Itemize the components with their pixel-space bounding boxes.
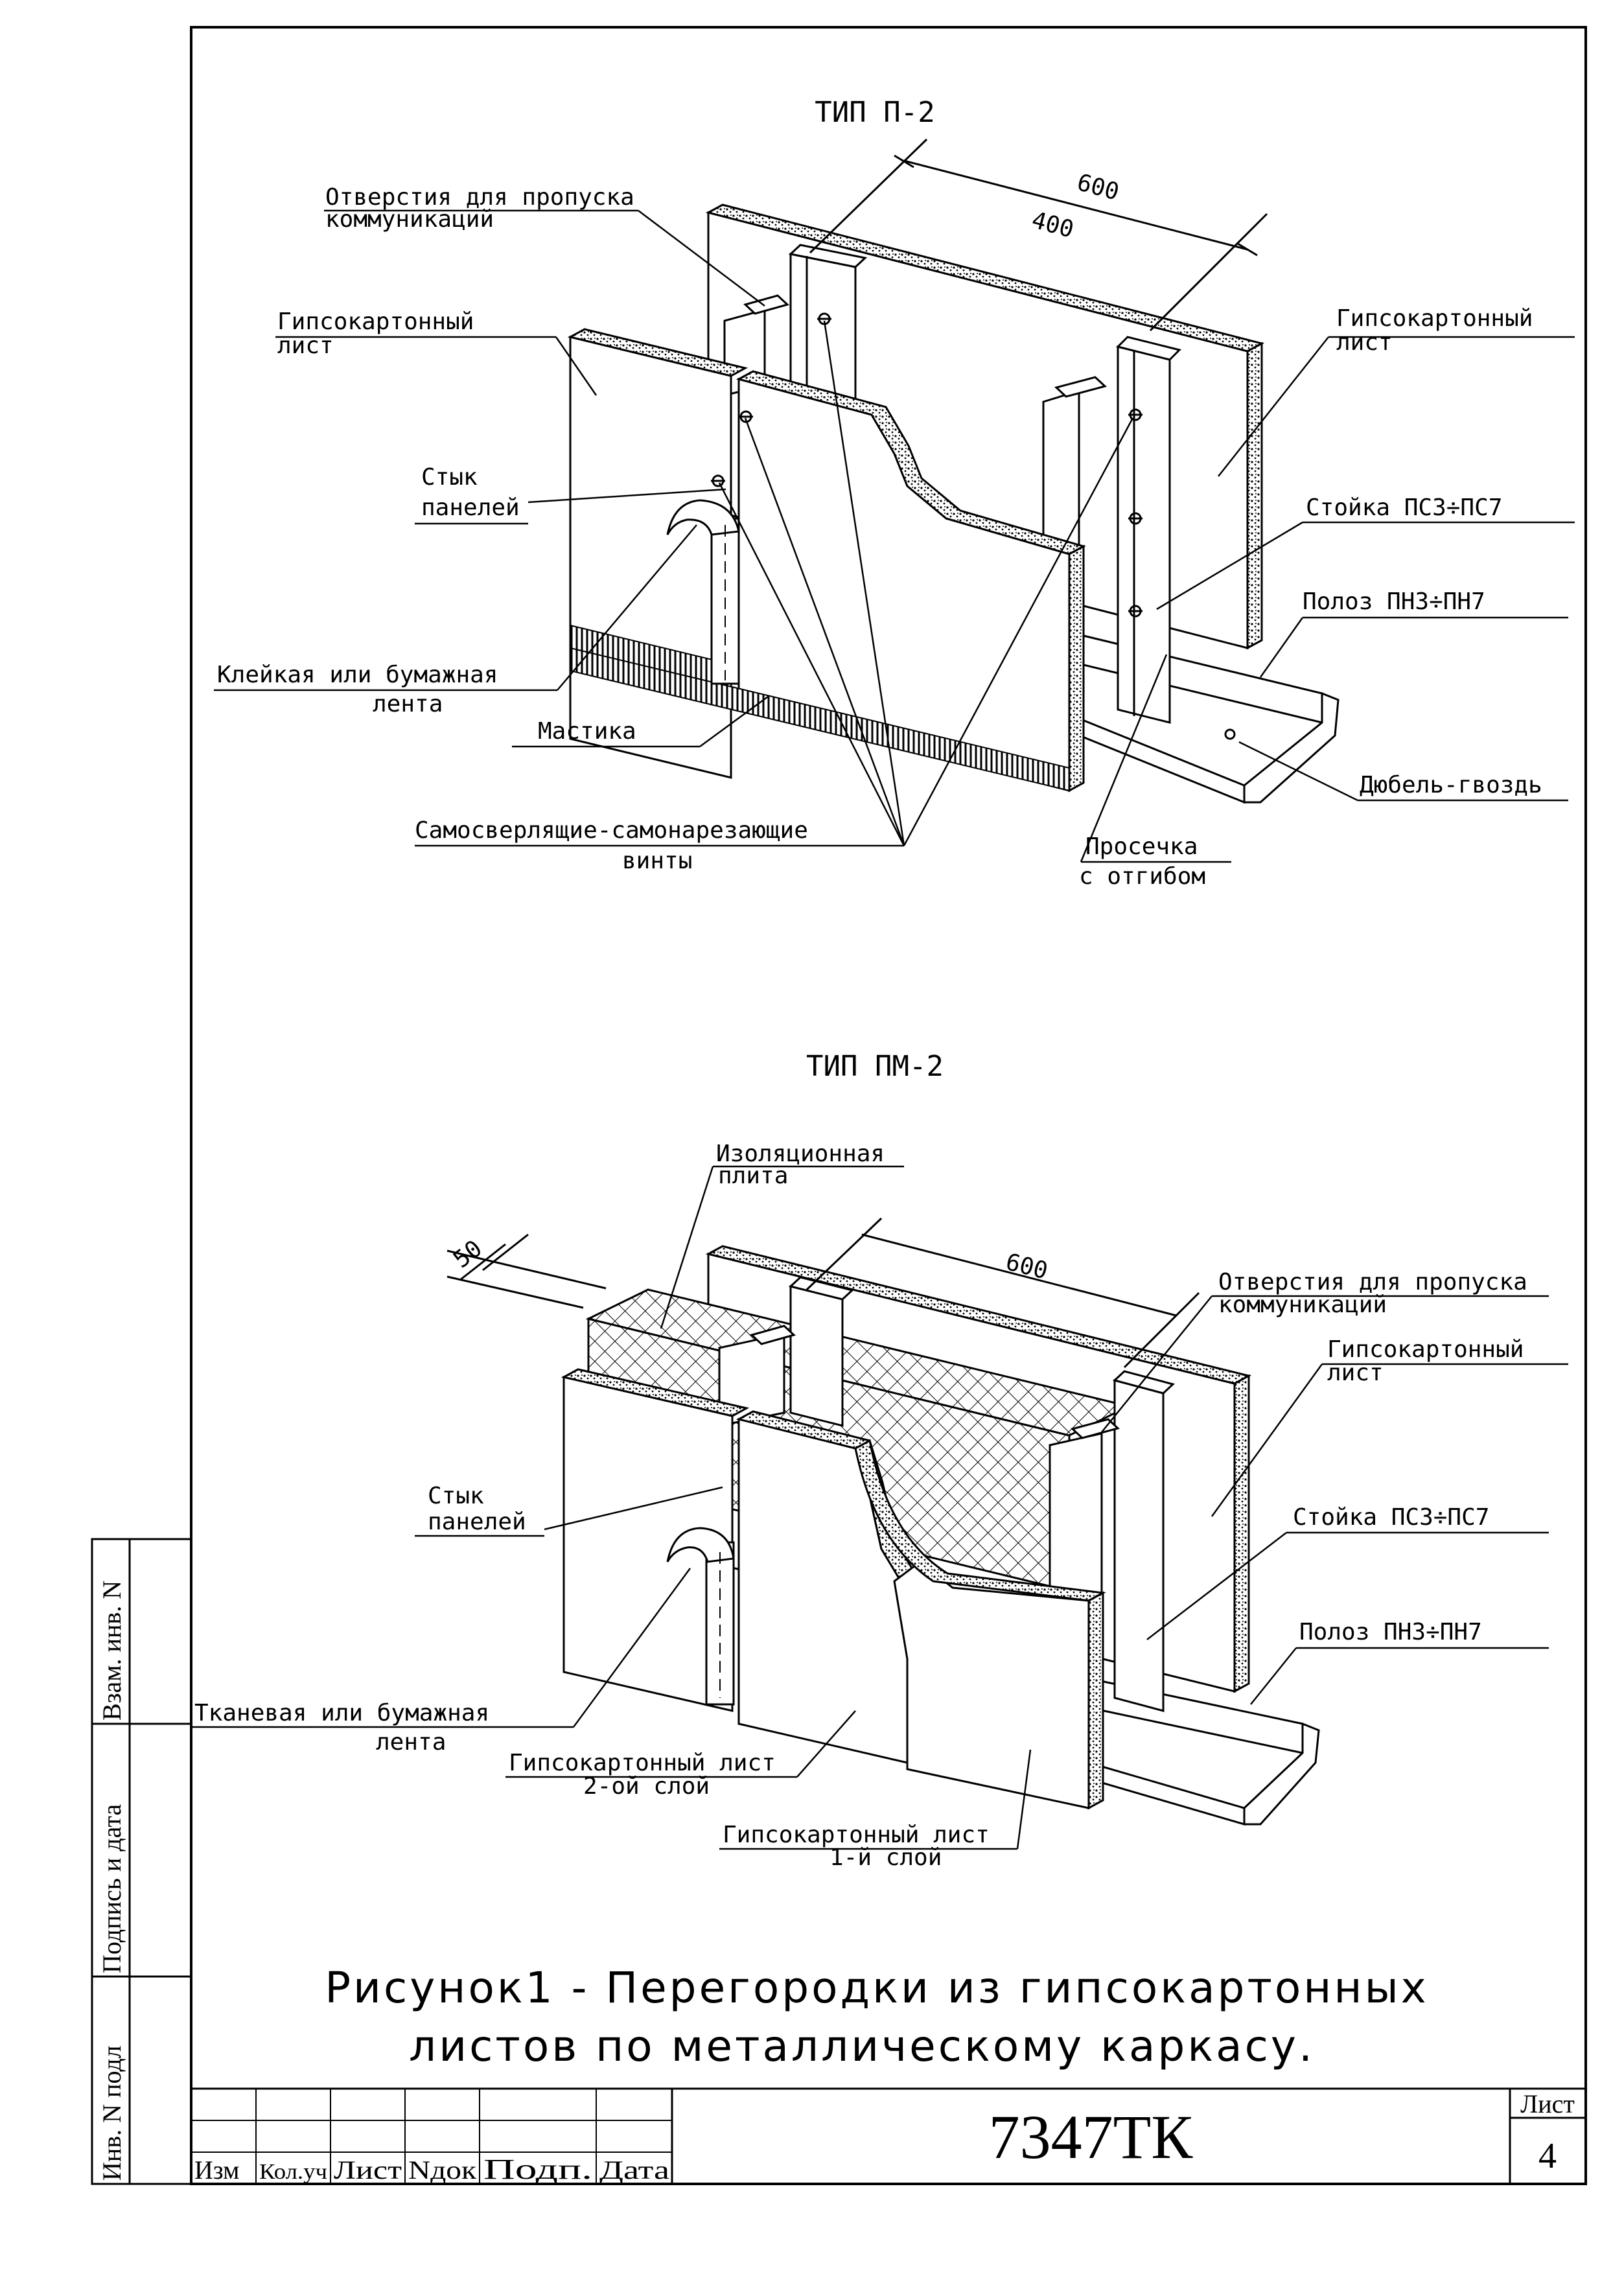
pm2-label-gkl-right-1: Гипсокартонный xyxy=(1327,1336,1524,1363)
p2-leader-lines xyxy=(214,209,1575,863)
p2-dowel-icon xyxy=(1224,728,1236,740)
stamp-side-vzam-inv: Взам. инв. N xyxy=(97,1581,126,1721)
pm2-label-stud: Стойка ПС3÷ПС7 xyxy=(1293,1504,1489,1531)
pm2-label-layer2-2: 2-ой слой xyxy=(583,1773,710,1800)
p2-label-joint-1: Стык xyxy=(421,464,478,491)
diagram-pm2-title: ТИП ПМ-2 xyxy=(806,1050,944,1083)
pm2-label-layer1-1: Гипсокартонный лист xyxy=(723,1822,990,1848)
pm2-label-openings-1: Отверстия для пропуска xyxy=(1218,1269,1527,1295)
document-code: 7347ТК xyxy=(989,2102,1194,2172)
p2-label-screws-1: Самосверлящие-самонарезающие xyxy=(415,817,808,844)
p2-label-gkl-right-1: Гипсокартонный xyxy=(1336,305,1533,332)
pm2-layer-2-left xyxy=(561,1368,750,1712)
p2-dimension xyxy=(809,138,1268,332)
pm2-leader-lines xyxy=(191,1165,1568,1850)
pm2-label-insulation-1: Изоляционная xyxy=(716,1141,885,1167)
title-block xyxy=(191,2087,1586,2184)
pm2-label-joint-2: панелей xyxy=(428,1509,526,1535)
pm2-tape xyxy=(666,1527,735,1706)
pm2-label-strip: Полоз ПН3÷ПН7 xyxy=(1299,1619,1482,1645)
stamp-side-signature-date: Подпись и дата xyxy=(97,1804,126,1973)
p2-label-strip: Полоз ПН3÷ПН7 xyxy=(1303,588,1485,615)
stamp-col-ndok: Nдок xyxy=(408,2155,477,2185)
figure-caption-line-2: листов по металлическому каркасу. xyxy=(409,2021,1315,2071)
stamp-col-izm: Изм xyxy=(194,2155,239,2185)
pm2-label-openings-2: коммуникаций xyxy=(1218,1292,1387,1318)
sheet-label: Лист xyxy=(1520,2089,1575,2118)
p2-label-openings-1: Отверстия для пропуска xyxy=(325,184,634,211)
p2-label-gkl-right-2: лист xyxy=(1336,329,1393,356)
figure-caption-line-1: Рисунок1 - Перегородки из гипсокартонных xyxy=(325,1963,1429,2013)
stamp-col-data: Дата xyxy=(599,2155,669,2185)
p2-label-tape-1: Клейкая или бумажная xyxy=(217,662,498,688)
pm2-dimension xyxy=(447,1217,1200,1369)
stamp-col-list: Лист xyxy=(334,2155,402,2185)
stamp-side-inv-podl: Инв. N подл xyxy=(97,2045,126,2181)
p2-screws xyxy=(711,312,1143,618)
p2-front-sheet-right xyxy=(570,370,1086,793)
p2-label-screws-2: винты xyxy=(622,848,692,874)
p2-dim-400: 400 xyxy=(1029,207,1076,243)
pm2-label-tape-1: Тканевая или бумажная xyxy=(194,1700,489,1726)
pm2-label-layer2-1: Гипсокартонный лист xyxy=(509,1750,776,1776)
stamp-col-kolvo: Кол.уч xyxy=(259,2160,327,2184)
stamp-col-podp: Подп. xyxy=(483,2153,592,2185)
pm2-label-layer1-2: 1-й слой xyxy=(829,1844,942,1871)
pm2-label-joint-1: Стык xyxy=(428,1483,484,1509)
pm2-label-tape-2: лента xyxy=(376,1729,446,1756)
pm2-stud-left xyxy=(718,1276,855,1427)
p2-label-dowel: Дюбель-гвоздь xyxy=(1360,772,1542,798)
p2-label-notch-2: с отгибом xyxy=(1079,863,1205,890)
p2-label-gkl-left-2: лист xyxy=(277,332,334,359)
p2-label-openings-2: коммуникаций xyxy=(325,206,494,233)
p2-label-gkl-left-1: Гипсокартонный xyxy=(277,308,474,335)
p2-tape xyxy=(666,499,740,685)
pm2-layer-1 xyxy=(854,1439,1106,1810)
pm2-dim-600: 600 xyxy=(1003,1249,1050,1285)
p2-label-tape-2: лента xyxy=(373,691,443,717)
pm2-label-gkl-right-2: лист xyxy=(1327,1360,1384,1386)
pm2-dim-50: 50 xyxy=(448,1235,487,1273)
p2-label-stud: Стойка ПС3÷ПС7 xyxy=(1306,494,1502,521)
p2-label-joint-2: панелей xyxy=(421,494,520,521)
diagram-p2: ТИП П-2 xyxy=(214,96,1575,890)
p2-label-mastic: Мастика xyxy=(538,718,636,745)
sheet-frame xyxy=(91,26,1587,2185)
sheet-number: 4 xyxy=(1538,2136,1557,2176)
p2-label-notch-1: Просечка xyxy=(1085,833,1198,860)
pm2-label-insulation-2: плита xyxy=(718,1163,788,1189)
p2-stud-left xyxy=(723,244,868,413)
p2-dim-600: 600 xyxy=(1074,169,1122,205)
diagram-p2-title: ТИП П-2 xyxy=(815,96,934,129)
diagram-pm2: ТИП ПМ-2 xyxy=(191,1050,1568,1871)
